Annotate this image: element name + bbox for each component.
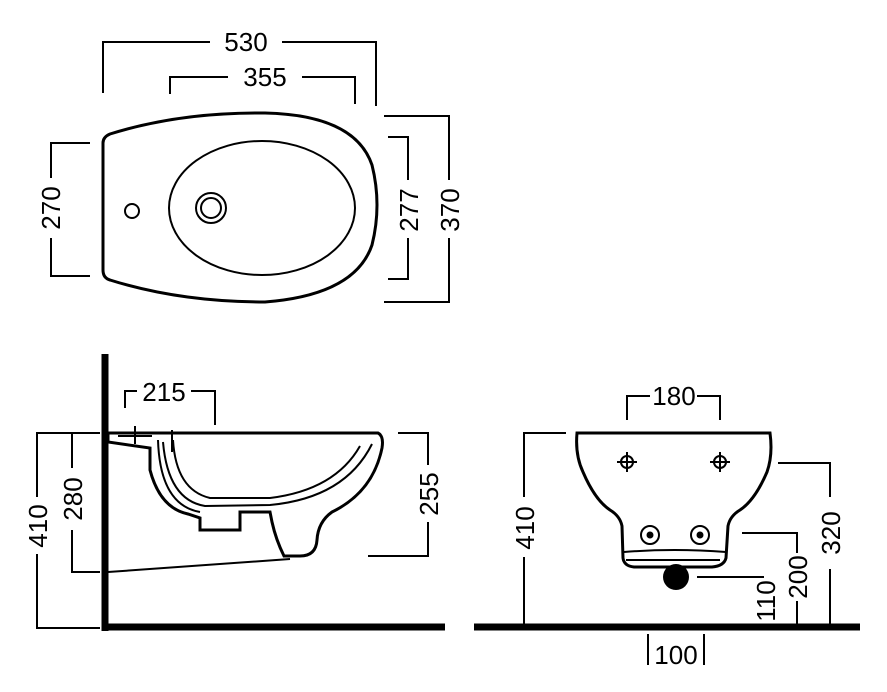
dim-line-outlet-height bbox=[742, 532, 798, 553]
tap-hole bbox=[124, 203, 140, 219]
dim-rim-to-floor: 320 bbox=[816, 511, 846, 554]
dim-line-rim-width-lower bbox=[50, 238, 90, 277]
dim-fixing-height: 280 bbox=[58, 477, 88, 520]
side-view: 215 410 280 255 bbox=[23, 354, 445, 631]
dim-line-overall-length bbox=[102, 41, 210, 93]
dim-line-bowl-length-right bbox=[302, 76, 356, 104]
dim-bowl-length: 355 bbox=[243, 62, 286, 92]
dim-line-bowl-width-lower bbox=[388, 238, 409, 280]
dim-line-tap-offset bbox=[124, 390, 137, 408]
dim-bowl-width: 277 bbox=[394, 188, 424, 231]
drain-ring-inner bbox=[200, 197, 222, 219]
dim-line-bolt-spacing-right bbox=[697, 395, 721, 420]
dim-line-bolt-spacing bbox=[626, 395, 650, 420]
side-underside-line bbox=[107, 558, 291, 573]
bolt-hole-right bbox=[710, 452, 730, 472]
dim-line-bowl-depth-lower bbox=[368, 522, 429, 557]
dim-line-tap-offset-right bbox=[191, 390, 216, 425]
front-view-body bbox=[575, 431, 773, 569]
dim-bolt-spacing: 180 bbox=[652, 381, 695, 411]
dim-front-total-height: 410 bbox=[510, 506, 540, 549]
fixing-hole-right bbox=[690, 525, 710, 545]
front-base-inner bbox=[623, 549, 727, 553]
dim-line-rim-width bbox=[50, 142, 90, 178]
dim-line-rim-to-floor bbox=[778, 462, 831, 497]
top-view: 530 355 270 277 370 bbox=[36, 27, 465, 304]
dim-tap-offset: 215 bbox=[142, 377, 185, 407]
dim-line-overall-width bbox=[384, 115, 450, 180]
side-bowl-inner-1 bbox=[162, 441, 373, 508]
dim-drain-height: 110 bbox=[751, 580, 781, 621]
dim-line-bowl-depth bbox=[398, 432, 429, 465]
top-view-outline bbox=[101, 111, 379, 304]
dim-overall-width: 370 bbox=[435, 188, 465, 231]
dim-line-bowl-width bbox=[388, 136, 409, 180]
bolt-hole-left bbox=[617, 452, 637, 472]
dim-bowl-depth: 255 bbox=[414, 472, 444, 515]
bowl-opening bbox=[168, 140, 356, 276]
front-view: 180 410 320 200 110 100 bbox=[474, 381, 860, 670]
dim-line-overall-length-right bbox=[282, 41, 377, 106]
dim-line-side-total-height-lower bbox=[36, 554, 100, 629]
dim-line-front-total-height bbox=[523, 432, 566, 497]
dim-line-overall-width-lower bbox=[384, 238, 450, 303]
dim-line-bowl-length bbox=[169, 76, 228, 94]
dim-outlet-height: 200 bbox=[783, 555, 813, 598]
dim-drain-width: 100 bbox=[654, 640, 697, 670]
side-view-body bbox=[106, 431, 384, 558]
side-bowl-inner-3 bbox=[172, 439, 361, 499]
dim-line-fixing-height bbox=[71, 432, 100, 468]
drain-ring-outer bbox=[195, 192, 227, 224]
dim-side-total-height: 410 bbox=[23, 504, 53, 547]
dim-overall-length: 530 bbox=[224, 27, 267, 57]
drain-outlet bbox=[663, 564, 689, 590]
dim-line-fixing-height-lower bbox=[71, 530, 100, 573]
dim-rim-width: 270 bbox=[36, 186, 66, 229]
side-bowl-inner-2 bbox=[157, 439, 201, 513]
fixing-hole-left bbox=[640, 525, 660, 545]
